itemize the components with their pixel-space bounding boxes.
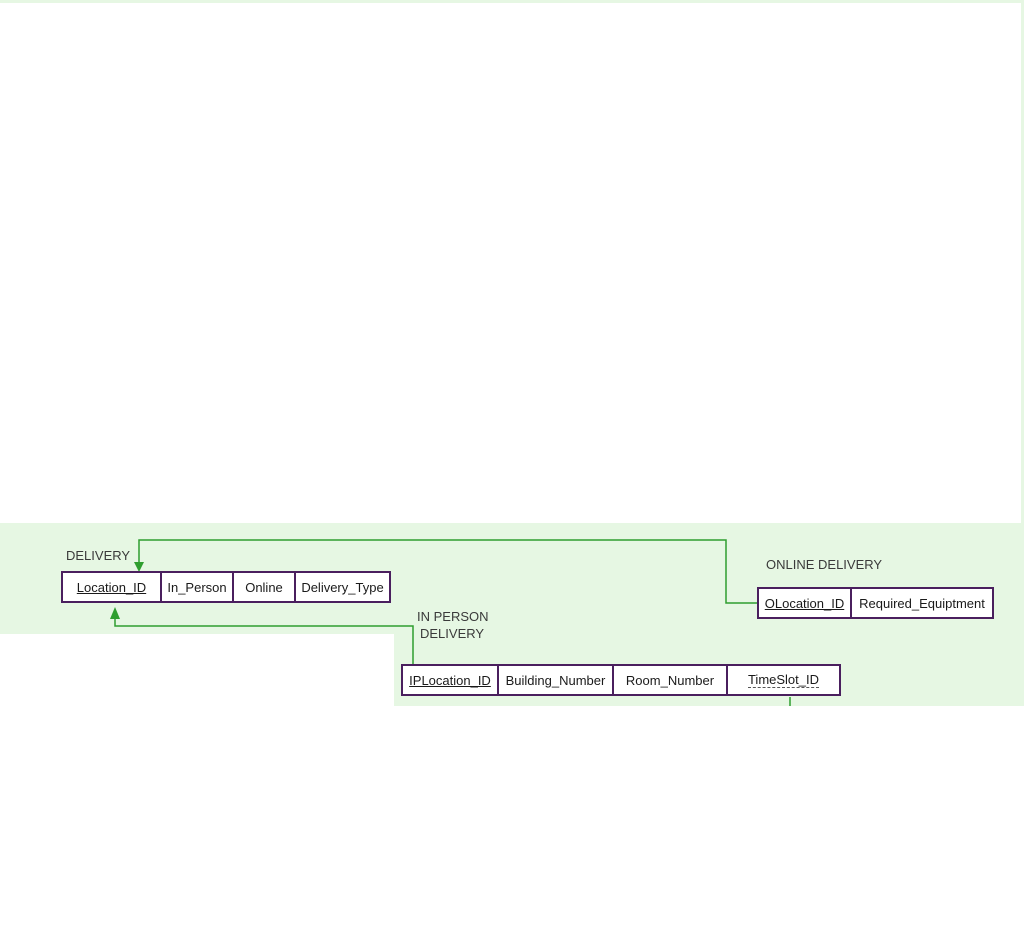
delivery-column-in-person: In_Person (162, 573, 234, 601)
in-person-column-room-number: Room_Number (614, 666, 728, 694)
in-person-delivery-label-line2: DELIVERY (420, 626, 485, 641)
in-person-delivery-label-line1: IN PERSON (417, 609, 489, 624)
blank-top-region (0, 3, 1021, 523)
online-delivery-column-olocation-id: OLocation_ID (759, 589, 852, 617)
in-person-delivery-table[interactable]: IPLocation_ID Building_Number Room_Numbe… (401, 664, 841, 696)
delivery-table[interactable]: Location_ID In_Person Online Delivery_Ty… (61, 571, 391, 603)
blank-bottom-region (0, 706, 1024, 929)
in-person-delivery-table-label: IN PERSON DELIVERY (417, 608, 489, 642)
in-person-timeslot-id-text: TimeSlot_ID (747, 671, 820, 688)
in-person-column-timeslot-id: TimeSlot_ID (728, 666, 839, 694)
delivery-table-label: DELIVERY (66, 548, 131, 563)
in-person-column-building-number: Building_Number (499, 666, 614, 694)
delivery-column-delivery-type: Delivery_Type (301, 579, 384, 595)
in-person-column-iplocation-id: IPLocation_ID (403, 666, 499, 694)
in-person-delivery-connector (114, 618, 414, 665)
delivery-location-id-text: Location_ID (76, 579, 147, 595)
online-delivery-olocation-id-text: OLocation_ID (764, 595, 845, 611)
delivery-arrowhead-bottom (110, 607, 120, 619)
online-delivery-table-label: ONLINE DELIVERY (766, 557, 883, 572)
delivery-column-location-id: Location_ID (63, 573, 162, 601)
online-delivery-table[interactable]: OLocation_ID Required_Equiptment (757, 587, 994, 619)
online-delivery-connector (138, 539, 758, 604)
in-person-iplocation-id-text: IPLocation_ID (409, 672, 491, 688)
online-delivery-column-required-equiptment: Required_Equiptment (859, 595, 985, 611)
delivery-column-online: Online (234, 573, 296, 601)
delivery-arrowhead-top (134, 562, 144, 572)
blank-left-region (0, 634, 394, 714)
